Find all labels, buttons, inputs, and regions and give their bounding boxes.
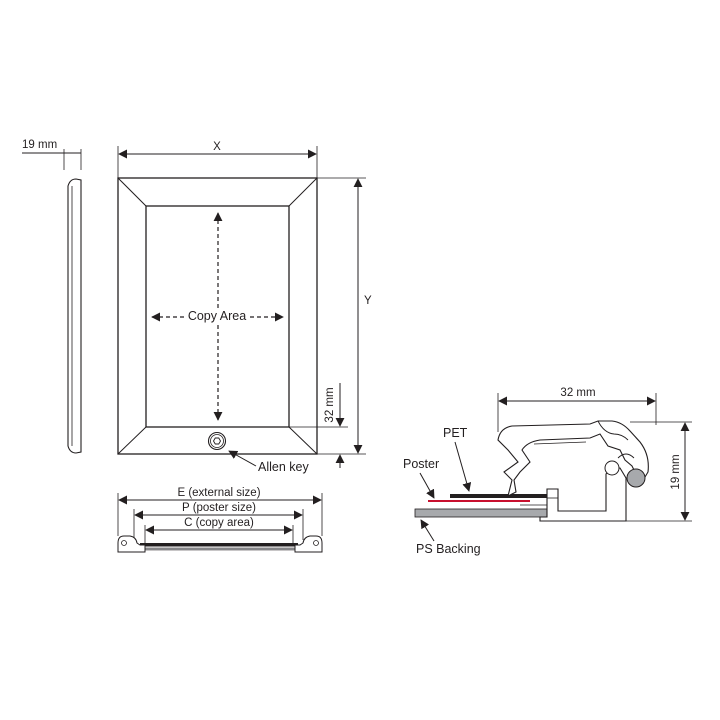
section-copy-sheet [140,543,298,547]
ps-backing-label: PS Backing [416,542,481,556]
section-view: E (external size) P (poster size) C (cop… [117,487,323,553]
side-view: 19 mm [22,139,82,454]
profile-hinge-pin [626,468,646,488]
frame-mitre-top-right [288,177,318,207]
profile-snap-cover [497,420,649,498]
poster-label: Poster [403,457,439,471]
width-x-label: X [213,141,221,153]
section-profile-right-hinge [313,540,319,546]
profile-cover-inner-line [533,441,587,445]
ps-backing-layer [414,508,548,518]
copy-size-label: C (copy area) [184,517,254,529]
pet-layer [450,494,550,498]
copy-area-label: Copy Area [188,309,246,323]
profile-detail: 32 mm 19 mm PET Poster PS Backing [403,387,692,556]
poster-leader [419,472,435,499]
profile-cover-inner-curve [597,420,629,441]
profile-hinge-knuckle [604,460,620,476]
copy-area-label-bg [185,308,249,324]
external-size-label: E (external size) [177,487,260,499]
poster-size-label: P (poster size) [182,502,256,514]
side-profile-outline [67,178,82,454]
pet-leader [454,441,472,492]
ps-backing-leader [420,519,435,542]
frame-mitre-bottom-left [117,426,147,455]
front-view: X Copy Area Allen key Y 32 mm [117,141,372,474]
allen-key-leader [228,450,257,467]
section-backing-board [127,547,311,551]
hex-socket-screw-icon [207,431,227,451]
section-profile-right [294,535,323,553]
section-profile-left [117,535,146,553]
profile-depth-label: 19 mm [670,454,682,489]
pet-label: PET [443,426,468,440]
height-y-label: Y [364,295,372,307]
frame-mitre-top-left [117,177,147,207]
allen-key-label: Allen key [258,460,309,474]
frame-mitre-bottom-right [288,426,318,455]
profile-hinge-arc [617,453,635,459]
profile-base-channel [539,467,627,522]
side-depth-label: 19 mm [22,139,57,151]
section-profile-left-hinge [121,540,127,546]
profile-width-label: 32 mm [560,387,595,399]
bottom-margin-label: 32 mm [324,387,336,422]
